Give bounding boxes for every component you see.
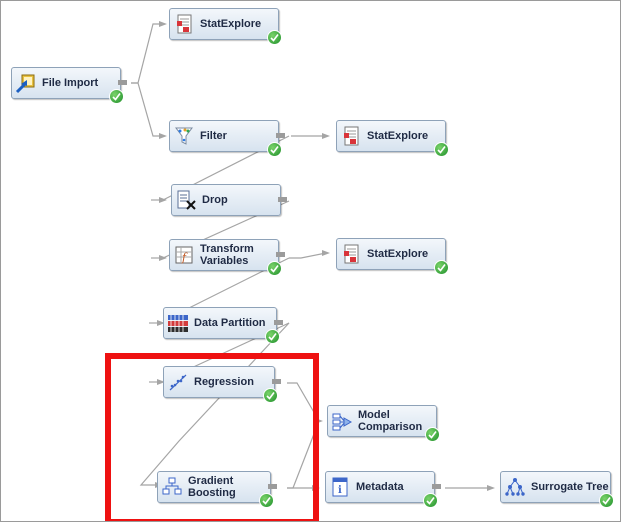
data-partition-icon bbox=[168, 315, 188, 332]
node-regression[interactable]: Regression bbox=[163, 366, 281, 403]
drop-icon bbox=[177, 190, 196, 210]
output-port[interactable] bbox=[272, 379, 281, 384]
node-filter[interactable]: Filter bbox=[169, 120, 285, 157]
statexplore-icon bbox=[344, 126, 359, 146]
arrowhead bbox=[159, 255, 167, 261]
arrowhead bbox=[487, 485, 495, 491]
node-label: StatExplore bbox=[200, 18, 262, 30]
regression-icon bbox=[169, 374, 187, 391]
complete-check-icon bbox=[109, 89, 124, 104]
metadata-icon: i bbox=[332, 477, 348, 497]
transform-variables-icon: f bbox=[175, 246, 193, 264]
connection-regression-comparison bbox=[287, 382, 320, 422]
node-label: Gradient Boosting bbox=[188, 475, 236, 499]
arrowhead bbox=[157, 320, 165, 326]
complete-check-icon bbox=[267, 142, 282, 157]
svg-text:i: i bbox=[338, 485, 342, 496]
node-gradient-boosting[interactable]: Gradient Boosting bbox=[157, 471, 277, 508]
node-label: Surrogate Tree bbox=[531, 481, 609, 493]
node-label: StatExplore bbox=[367, 248, 429, 260]
statexplore-icon bbox=[344, 244, 359, 264]
output-port[interactable] bbox=[432, 484, 441, 489]
node-statexplore-3[interactable]: StatExplore bbox=[336, 238, 449, 275]
node-drop[interactable]: Drop bbox=[171, 184, 287, 216]
node-label: Model Comparison bbox=[358, 409, 423, 433]
arrowhead bbox=[322, 133, 330, 139]
node-label: Data Partition bbox=[194, 317, 266, 329]
complete-check-icon bbox=[434, 142, 449, 157]
arrowhead bbox=[157, 379, 165, 385]
connection-fileimport-statexplore bbox=[131, 23, 163, 84]
complete-check-icon bbox=[263, 388, 278, 403]
model-comparison-icon bbox=[332, 413, 353, 431]
node-metadata[interactable]: i Metadata bbox=[325, 471, 441, 508]
output-port[interactable] bbox=[268, 484, 277, 489]
arrowhead bbox=[159, 197, 167, 203]
connection-transform-statexplore bbox=[289, 252, 327, 259]
complete-check-icon bbox=[259, 493, 274, 508]
filter-icon bbox=[175, 127, 193, 145]
connection-fileimport-filter bbox=[131, 82, 163, 137]
node-label: Regression bbox=[194, 376, 254, 388]
node-file-import[interactable]: File Import bbox=[11, 67, 127, 104]
output-port[interactable] bbox=[276, 252, 285, 257]
node-statexplore-2[interactable]: StatExplore bbox=[336, 120, 449, 157]
complete-check-icon bbox=[423, 493, 438, 508]
node-statexplore-1[interactable]: StatExplore bbox=[169, 8, 282, 45]
node-label: StatExplore bbox=[367, 130, 429, 142]
output-port[interactable] bbox=[118, 80, 127, 85]
complete-check-icon bbox=[267, 30, 282, 45]
complete-check-icon bbox=[267, 261, 282, 276]
node-label: Metadata bbox=[356, 481, 404, 493]
node-label: Filter bbox=[200, 130, 227, 142]
node-model-comparison[interactable]: Model Comparison bbox=[327, 405, 440, 442]
node-surrogate-tree[interactable]: Surrogate Tree bbox=[500, 471, 614, 508]
complete-check-icon bbox=[434, 260, 449, 275]
complete-check-icon bbox=[599, 493, 614, 508]
surrogate-tree-icon bbox=[505, 478, 525, 496]
node-label: Transform Variables bbox=[200, 243, 254, 267]
gradient-boosting-icon bbox=[162, 477, 182, 495]
arrowhead bbox=[159, 21, 167, 27]
node-transform-variables[interactable]: f Transform Variables bbox=[169, 239, 285, 276]
complete-check-icon bbox=[425, 427, 440, 442]
complete-check-icon bbox=[265, 329, 280, 344]
highlight-box bbox=[105, 353, 319, 521]
svg-text:f: f bbox=[181, 251, 188, 264]
statexplore-icon bbox=[177, 14, 192, 34]
file-import-icon bbox=[15, 74, 35, 94]
output-port[interactable] bbox=[274, 320, 283, 325]
node-label: File Import bbox=[42, 77, 99, 89]
node-data-partition[interactable]: Data Partition bbox=[163, 307, 283, 344]
arrowhead bbox=[322, 250, 330, 256]
node-label: Drop bbox=[202, 194, 228, 206]
output-port[interactable] bbox=[276, 133, 285, 138]
output-port[interactable] bbox=[278, 197, 287, 202]
arrowhead bbox=[159, 133, 167, 139]
